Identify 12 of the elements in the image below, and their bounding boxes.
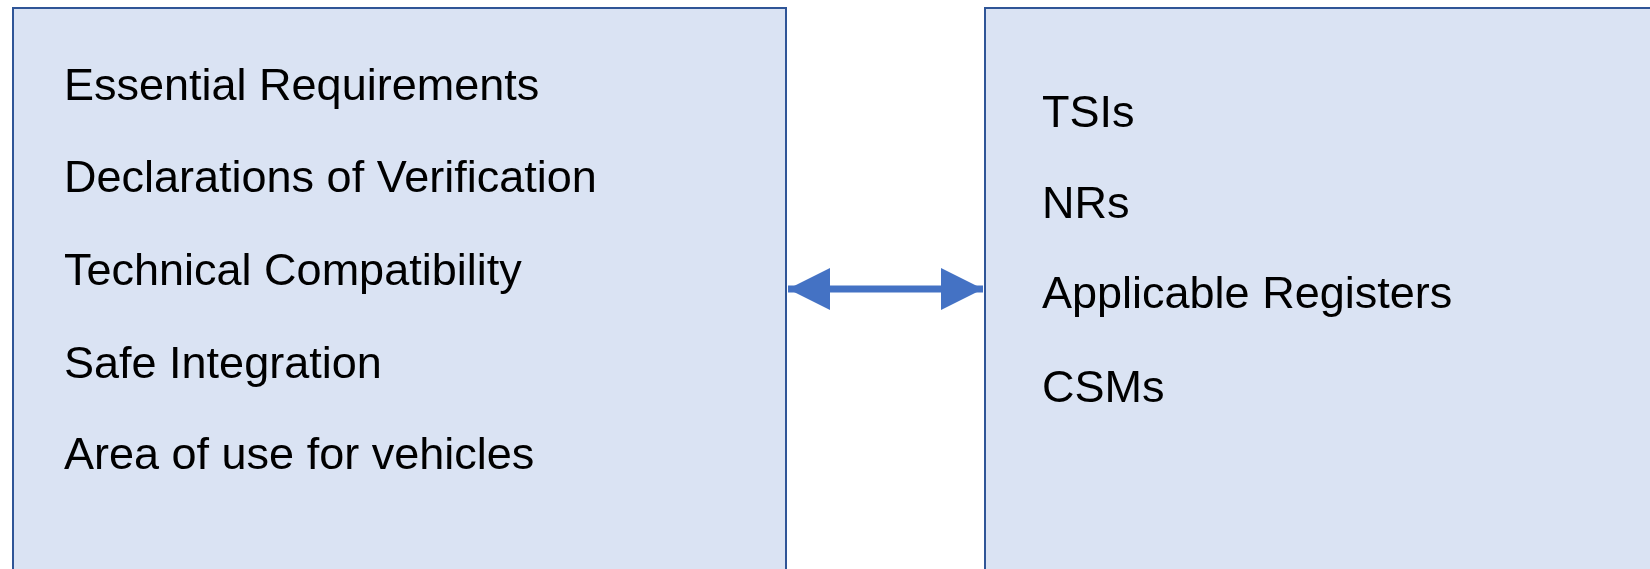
list-item: CSMs [1042,360,1165,414]
text-box [984,7,1650,569]
list-item: Declarations of Verification [64,150,597,204]
list-item: Applicable Registers [1042,266,1453,320]
text-box [12,7,787,569]
list-item: Essential Requirements [64,58,540,112]
list-item: Area of use for vehicles [64,427,535,481]
list-item: Safe Integration [64,336,382,390]
double-arrow [788,268,983,310]
list-item: Technical Compatibility [64,243,522,297]
list-item: TSIs [1042,85,1135,139]
list-item: NRs [1042,176,1130,230]
